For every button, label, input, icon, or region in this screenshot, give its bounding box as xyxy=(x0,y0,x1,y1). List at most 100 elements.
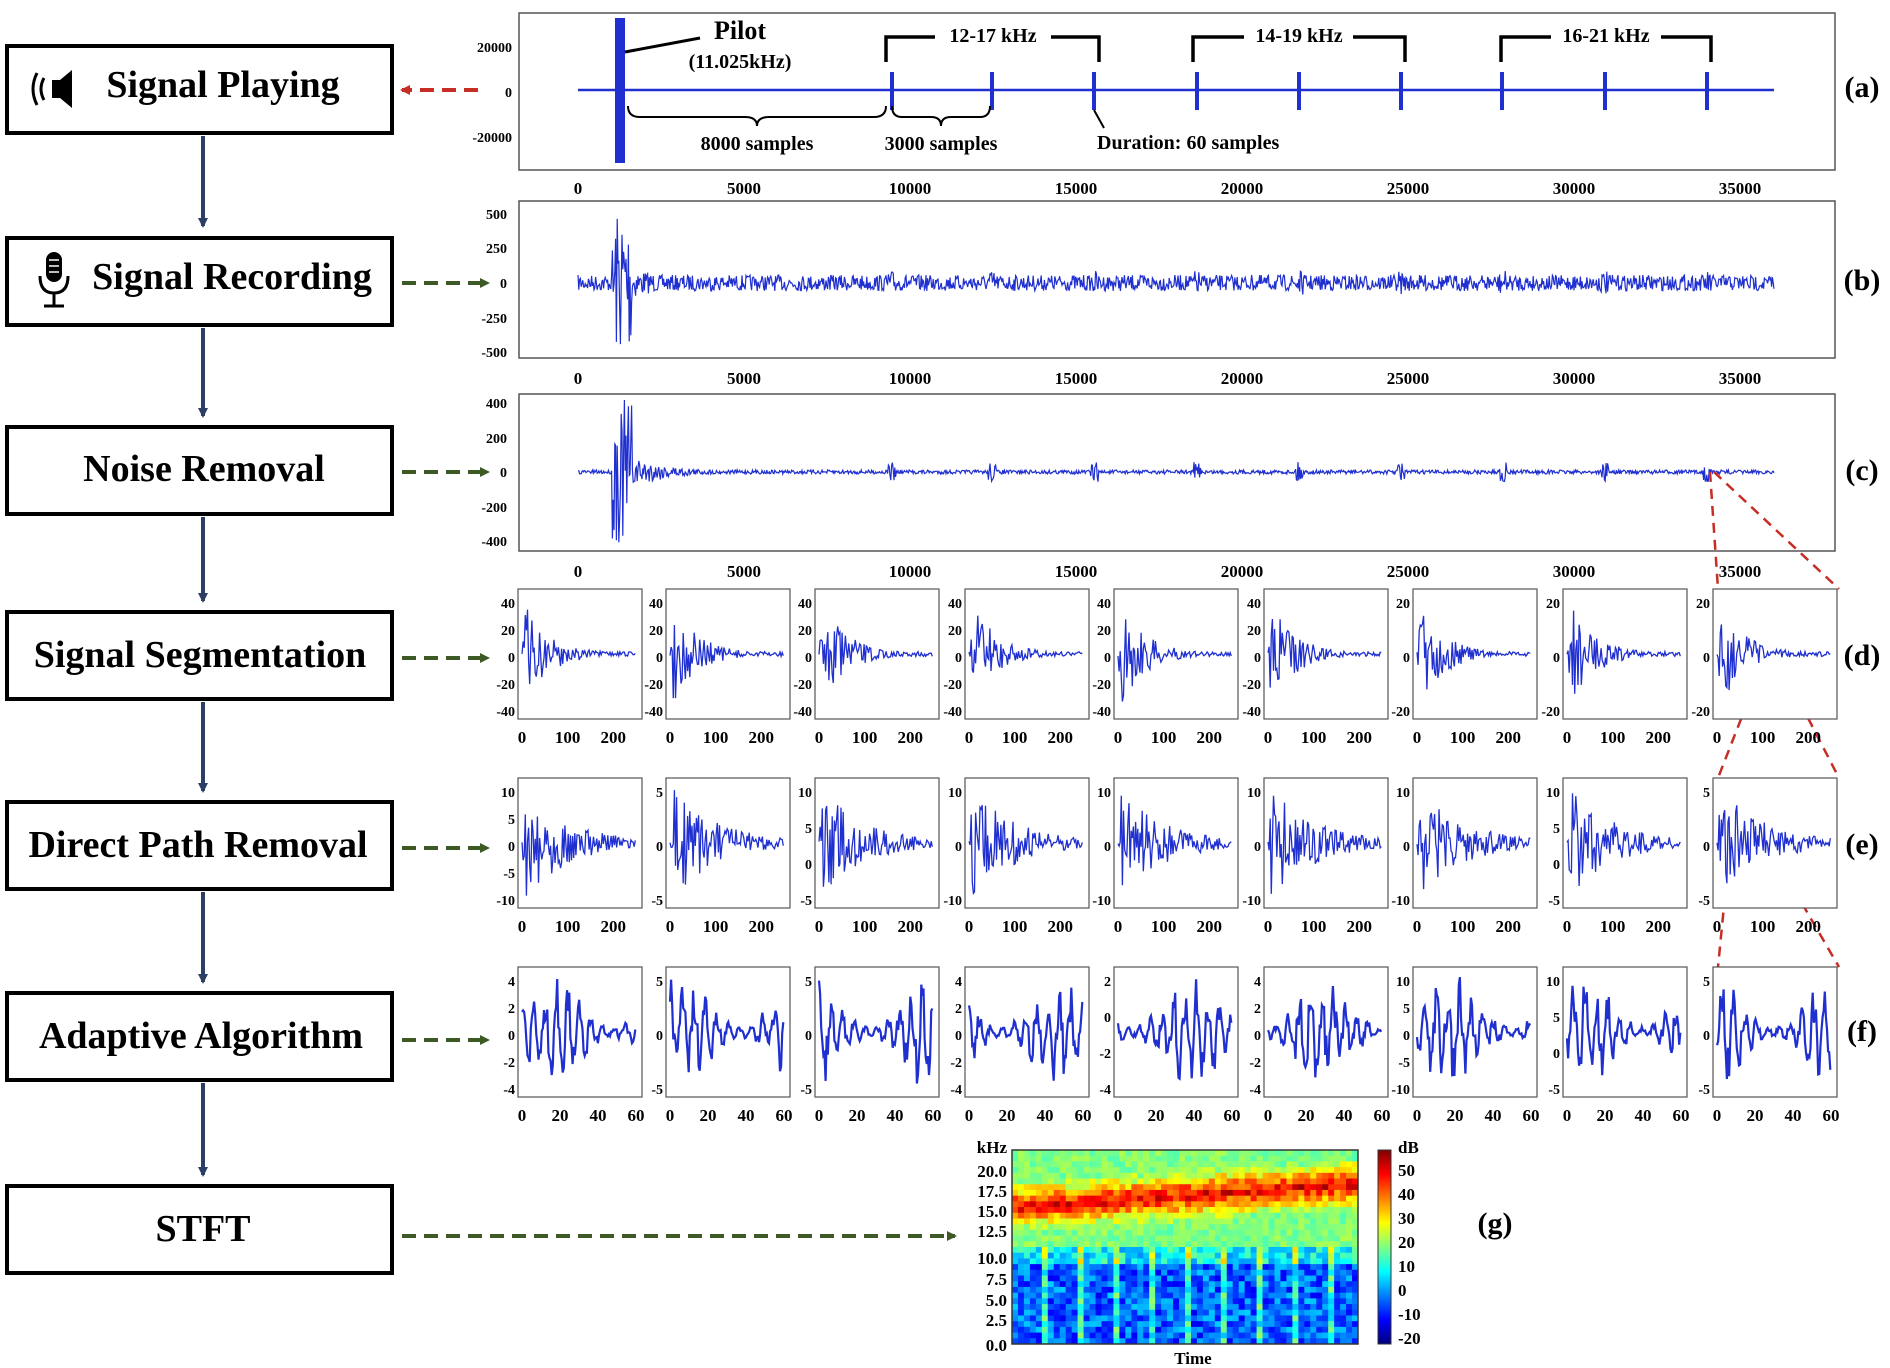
spectrogram-cell xyxy=(1280,1218,1287,1225)
xtick-label: 200 xyxy=(748,917,774,936)
spectrogram-cell xyxy=(1334,1286,1341,1294)
spectrogram-cell xyxy=(1173,1264,1180,1271)
spectrogram-cell xyxy=(1071,1247,1079,1254)
spectrogram-cell xyxy=(1179,1235,1186,1242)
spectrogram-cell xyxy=(1316,1224,1323,1231)
spectrogram-cell xyxy=(1238,1155,1246,1162)
spectrogram-cell xyxy=(1352,1258,1359,1265)
spectrogram-cell xyxy=(1071,1207,1079,1214)
spectrogram-cell xyxy=(1149,1286,1156,1294)
spectrogram-cell xyxy=(1340,1150,1347,1157)
spectrogram-cell xyxy=(1113,1298,1120,1305)
spectrogram-cell xyxy=(1226,1218,1234,1225)
spectrogram-cell xyxy=(1256,1338,1263,1345)
spectrogram-cell xyxy=(1214,1241,1222,1248)
spectrogram-cell xyxy=(1035,1264,1043,1271)
spectrogram-cell xyxy=(1256,1189,1263,1197)
spectrogram-cell xyxy=(1250,1332,1257,1339)
spectrogram-cell xyxy=(1220,1304,1228,1311)
spectrogram-cell xyxy=(1125,1309,1132,1316)
spectrogram-cell xyxy=(1352,1207,1359,1214)
spectrogram-cell xyxy=(1137,1264,1144,1271)
spectrogram-cell xyxy=(1256,1241,1263,1248)
ytick-label: -40 xyxy=(1092,705,1111,720)
spectrogram-cell xyxy=(1185,1264,1192,1271)
spectrogram-cell xyxy=(1101,1235,1108,1242)
spectrogram-cell xyxy=(1161,1338,1168,1345)
spectrogram-cell xyxy=(1053,1281,1061,1288)
spectrogram-cell xyxy=(1220,1167,1228,1174)
spectrogram-cell xyxy=(1340,1315,1347,1322)
spectrogram-cell xyxy=(1328,1167,1335,1174)
spectrogram-cell xyxy=(1232,1292,1240,1299)
spectrogram-cell xyxy=(1185,1189,1192,1197)
spectrogram-cell xyxy=(1268,1332,1275,1339)
spectrogram-cell xyxy=(1208,1172,1216,1179)
spectrogram-cell xyxy=(1268,1235,1275,1242)
spectrogram-cell xyxy=(1107,1150,1114,1157)
spectrogram-cell xyxy=(1220,1258,1228,1265)
spectrogram-cell xyxy=(1208,1155,1216,1162)
spectrogram-cell xyxy=(1310,1315,1317,1322)
spectrogram-cell xyxy=(1065,1218,1073,1225)
spectrogram-cell xyxy=(1149,1315,1156,1322)
spectrogram-cell xyxy=(1286,1161,1293,1168)
spectrogram-cell xyxy=(1035,1172,1043,1179)
spectrogram-cell xyxy=(1041,1286,1049,1294)
spectrogram-cell xyxy=(1131,1292,1138,1299)
ytick-label: 5 xyxy=(805,822,812,837)
spectrogram-cell xyxy=(1143,1332,1150,1339)
spectrogram-cell xyxy=(1012,1212,1019,1219)
spectrogram-cell xyxy=(1304,1150,1311,1157)
spectrogram-cell xyxy=(1292,1241,1299,1248)
chirp-pulse xyxy=(1705,72,1709,110)
spectrogram-cell xyxy=(1208,1235,1216,1242)
spectrogram-cell xyxy=(1167,1304,1174,1311)
spectrogram-cell xyxy=(1226,1212,1234,1219)
spectrogram-cell xyxy=(1244,1292,1252,1299)
panel-label-c: (c) xyxy=(1845,454,1878,487)
step-box-noise-removal xyxy=(5,425,394,516)
colorbar-tick-label: 0 xyxy=(1398,1281,1407,1300)
spectrogram-cell xyxy=(1238,1207,1246,1214)
spectrogram-cell xyxy=(1286,1167,1293,1174)
spectrogram-cell xyxy=(1083,1264,1090,1271)
spectrogram-cell xyxy=(1041,1218,1049,1225)
spectrogram-cell xyxy=(1214,1172,1222,1179)
ytick-label: 0 xyxy=(805,1029,812,1044)
spectrogram-cell xyxy=(1113,1281,1120,1288)
spectrogram-cell xyxy=(1065,1212,1073,1219)
spectrogram-cell xyxy=(1334,1252,1341,1259)
ytick-label: 0 xyxy=(805,651,812,666)
ytick-label: -40 xyxy=(1242,705,1261,720)
spectrogram-cell xyxy=(1220,1155,1228,1162)
spectrogram-cell xyxy=(1029,1184,1037,1191)
spectrogram-cell xyxy=(1232,1150,1240,1157)
spectrogram-cell xyxy=(1208,1247,1216,1254)
spectrogram-cell xyxy=(1208,1286,1216,1294)
spectrogram-cell xyxy=(1053,1269,1061,1276)
spectrogram-cell xyxy=(1322,1212,1329,1219)
spectrogram-cell xyxy=(1214,1326,1222,1333)
spectrogram-cell xyxy=(1041,1161,1049,1168)
ytick-label: 5 xyxy=(656,975,663,990)
spectrogram-cell xyxy=(1101,1309,1108,1316)
spectrogram-cell xyxy=(1346,1172,1353,1179)
ytick-label: -200 xyxy=(481,501,507,516)
spectrogram-cell xyxy=(1077,1286,1084,1294)
spectrogram-cell xyxy=(1292,1172,1299,1179)
spectrogram-cell xyxy=(1155,1338,1162,1345)
spectrogram-cell xyxy=(1101,1338,1108,1345)
spectrogram-cell xyxy=(1017,1172,1025,1179)
spectrogram-cell xyxy=(1316,1167,1323,1174)
xtick-label: 100 xyxy=(1450,728,1476,747)
spectrogram-cell xyxy=(1107,1304,1114,1311)
spectrogram-cell xyxy=(1131,1252,1138,1259)
spectrogram-cell xyxy=(1250,1281,1257,1288)
spectrogram-cell xyxy=(1137,1172,1144,1179)
spectrogram-cell xyxy=(1071,1201,1079,1208)
spectrogram-cell xyxy=(1316,1258,1323,1265)
spectrogram-cell xyxy=(1304,1309,1311,1316)
